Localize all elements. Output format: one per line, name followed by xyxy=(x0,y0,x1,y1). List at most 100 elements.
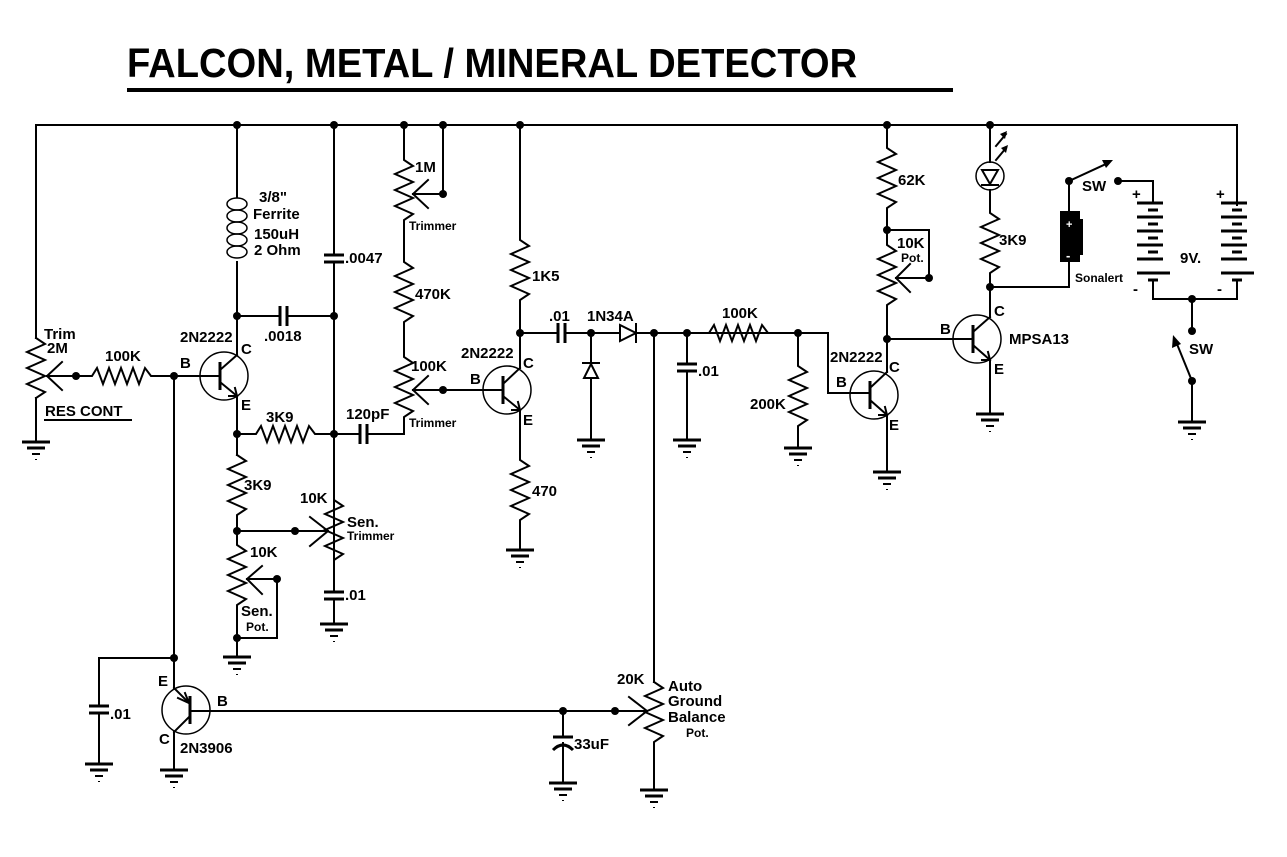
q1-pin-b: B xyxy=(180,355,191,372)
agb-caption: Pot. xyxy=(686,726,709,740)
r1k5-label: 1K5 xyxy=(532,268,560,285)
q4-pin-c: C xyxy=(994,303,1005,320)
switch-2[interactable]: SW xyxy=(1172,298,1214,442)
coil-label-3: 150uH xyxy=(254,226,299,243)
title-underline xyxy=(127,88,953,92)
sonalert: + - Sonalert xyxy=(1060,180,1123,285)
q2-pin-e: E xyxy=(523,412,533,429)
r470k-label: 470K xyxy=(415,286,451,303)
switch-1[interactable]: SW xyxy=(1065,160,1154,202)
c33uf-label: 33uF xyxy=(574,736,609,753)
capacitor-0018: .0018 xyxy=(236,306,335,345)
trimmer-1m-value: 1M xyxy=(415,159,436,176)
resistor-200k: 200K xyxy=(750,332,850,468)
diode-label: 1N34A xyxy=(587,308,634,325)
sonalert-label: Sonalert xyxy=(1075,271,1123,285)
sen-trimmer: 10K Sen. Trimmer .01 xyxy=(294,489,395,644)
sonalert-minus: - xyxy=(1066,248,1070,263)
battery-right-minus: - xyxy=(1217,281,1222,298)
r470-label: 470 xyxy=(532,483,557,500)
agb-line1: Auto xyxy=(668,678,702,695)
capacitor-01-coupling: .01 xyxy=(519,308,621,343)
sw2-label: SW xyxy=(1189,341,1214,358)
c0018-label: .0018 xyxy=(264,328,302,345)
transistor-q5: .01 E B C 2N3906 xyxy=(83,654,614,790)
trimmer-1m-caption: Trimmer xyxy=(409,219,457,233)
q4-pin-e: E xyxy=(994,361,1004,378)
c01-coupling-label: .01 xyxy=(549,308,570,325)
capacitor-33uf: 33uF xyxy=(547,707,609,803)
pot-10k: 10K Pot. xyxy=(875,226,967,373)
q1-pin-e: E xyxy=(241,397,251,414)
r100k-b-label: 100K xyxy=(722,305,758,322)
c01-filter-label: .01 xyxy=(698,363,719,380)
led-indicator xyxy=(975,121,1008,211)
supply-rail xyxy=(35,124,1238,206)
resistor-1k5: 1K5 xyxy=(508,121,560,369)
q2-pin-c: C xyxy=(523,355,534,372)
auto-ground-balance-pot[interactable]: 20K Auto Ground Balance Pot. xyxy=(611,671,726,810)
trim-value: 2M xyxy=(47,340,68,357)
res-cont-label: RES CONT xyxy=(45,403,123,420)
sen-trimmer-value: 10K xyxy=(300,490,328,507)
ferrite-coil: 3/8" Ferrite 150uH 2 Ohm xyxy=(226,121,301,356)
sw1-label: SW xyxy=(1082,178,1107,195)
sen-trimmer-name: Sen. xyxy=(347,514,379,531)
agb-value: 20K xyxy=(617,671,645,688)
q2-pin-b: B xyxy=(470,371,481,388)
q1-pin-c: C xyxy=(241,341,252,358)
transistor-q1: B C E 2N2222 xyxy=(173,329,252,414)
sen-pot-caption: Pot. xyxy=(246,620,269,634)
q5-pin-c: C xyxy=(159,731,170,748)
resistor-100k-b: 100K xyxy=(686,305,802,344)
trim-pot: Trim 2M RES CONT xyxy=(20,124,132,462)
r3k9-label: 3K9 xyxy=(266,409,294,426)
q5-pin-e: E xyxy=(158,673,168,690)
resistor-3k9-vertical: 3K9 xyxy=(225,453,299,535)
trimmer-100k-value: 100K xyxy=(411,358,447,375)
q4-part: MPSA13 xyxy=(1009,331,1069,348)
resistor-100k-base: 100K xyxy=(75,348,178,661)
coil-label-2: Ferrite xyxy=(253,206,300,223)
agb-line2: Ground xyxy=(668,693,722,710)
q3-pin-c: C xyxy=(889,359,900,376)
pot10k-caption: Pot. xyxy=(901,251,924,265)
resistor-62k: 62K xyxy=(875,121,926,231)
battery-left: + - xyxy=(1132,186,1170,300)
coil-label-4: 2 Ohm xyxy=(254,242,301,259)
c0047-label: .0047 xyxy=(345,250,383,267)
q1-part: 2N2222 xyxy=(180,329,233,346)
c-q5-label: .01 xyxy=(110,706,131,723)
r200k-label: 200K xyxy=(750,396,786,413)
battery-left-minus: - xyxy=(1133,281,1138,298)
r-100k-label: 100K xyxy=(105,348,141,365)
agb-line3: Balance xyxy=(668,709,726,726)
r3k9-led-label: 3K9 xyxy=(999,232,1027,249)
r62k-label: 62K xyxy=(898,172,926,189)
capacitor-01-filter: .01 xyxy=(671,329,719,460)
coil-label-1: 3/8" xyxy=(259,189,287,206)
capacitor-120pf: 120pF xyxy=(333,406,405,444)
q4-pin-b: B xyxy=(940,321,951,338)
r3k9-v-label: 3K9 xyxy=(244,477,272,494)
battery-left-plus: + xyxy=(1132,186,1141,203)
sonalert-plus: + xyxy=(1066,219,1072,231)
battery-right-plus: + xyxy=(1216,186,1225,203)
sen-pot-name: Sen. xyxy=(241,603,273,620)
c-sen-label: .01 xyxy=(345,587,366,604)
battery-voltage: 9V. xyxy=(1180,250,1201,267)
trim-label: Trim xyxy=(44,326,76,343)
trimmer-100k: 100K Trimmer xyxy=(392,354,484,430)
sen-pot: 10K Sen. Pot. xyxy=(221,530,281,677)
battery-right: + - 9V. xyxy=(1180,186,1254,300)
q5-part: 2N3906 xyxy=(180,740,233,757)
capacitor-0047: .0047 xyxy=(324,121,383,571)
transistor-q3: B C E 2N2222 xyxy=(830,349,903,492)
transistor-q4: B C E MPSA13 xyxy=(940,303,1069,434)
transistor-q2: B C E 2N2222 xyxy=(461,345,534,429)
resistor-3k9-emitter: 3K9 xyxy=(233,395,338,456)
c120pf-label: 120pF xyxy=(346,406,389,423)
pot10k-value: 10K xyxy=(897,235,925,252)
resistor-470: 470 xyxy=(504,409,557,570)
